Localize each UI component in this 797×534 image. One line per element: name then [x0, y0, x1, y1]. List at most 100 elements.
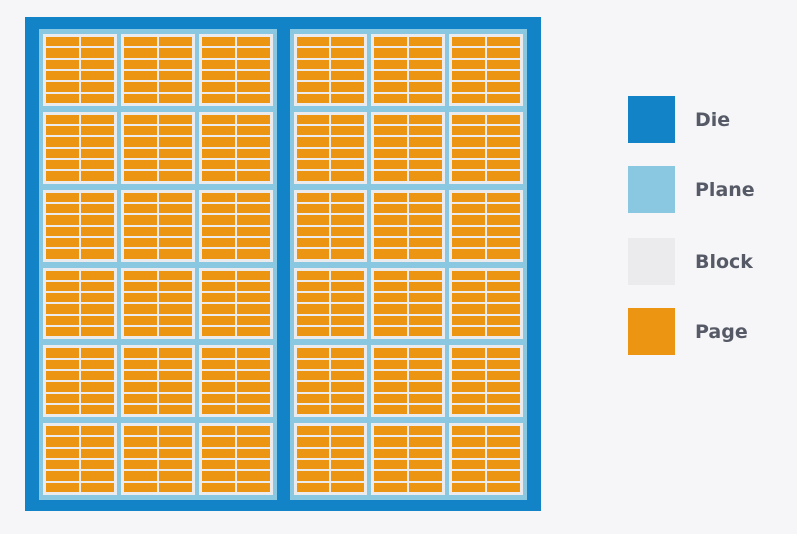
page — [158, 148, 192, 159]
page — [296, 203, 330, 214]
page — [123, 304, 157, 314]
page — [487, 315, 520, 326]
page — [123, 93, 157, 103]
page — [46, 160, 79, 170]
page — [487, 126, 520, 136]
page — [487, 171, 520, 181]
page — [236, 293, 270, 303]
page — [452, 137, 486, 147]
page — [158, 37, 192, 47]
page — [374, 304, 408, 314]
page — [201, 281, 235, 292]
page — [331, 426, 365, 436]
page — [123, 281, 157, 292]
block — [43, 423, 117, 495]
page — [452, 59, 486, 69]
page — [296, 137, 330, 147]
page — [201, 426, 235, 436]
page — [80, 249, 114, 259]
page — [123, 160, 157, 170]
page — [487, 160, 520, 170]
page — [158, 327, 192, 337]
page — [452, 281, 486, 292]
page — [374, 293, 408, 303]
block — [449, 423, 523, 495]
page — [123, 59, 157, 69]
page — [236, 460, 270, 470]
page — [123, 192, 157, 202]
page — [80, 148, 114, 159]
page — [158, 48, 192, 58]
page — [46, 37, 79, 47]
page — [80, 359, 114, 369]
page — [296, 215, 330, 225]
page — [201, 304, 235, 314]
page — [452, 448, 486, 459]
page — [201, 137, 235, 147]
page — [374, 215, 408, 225]
page — [80, 59, 114, 69]
page — [46, 460, 79, 470]
page — [236, 70, 270, 81]
page — [331, 348, 365, 358]
page — [452, 437, 486, 447]
page — [452, 82, 486, 92]
page — [80, 471, 114, 481]
page — [46, 93, 79, 103]
page — [46, 48, 79, 58]
page — [331, 237, 365, 248]
block — [120, 189, 195, 262]
block — [43, 189, 117, 262]
page — [487, 37, 520, 47]
page — [201, 226, 235, 236]
page — [374, 281, 408, 292]
page — [331, 192, 365, 202]
page — [123, 327, 157, 337]
page — [46, 203, 79, 214]
page — [158, 482, 192, 492]
page — [80, 114, 114, 125]
page — [80, 426, 114, 436]
page — [201, 114, 235, 125]
page — [409, 48, 443, 58]
page — [331, 270, 365, 280]
page — [236, 37, 270, 47]
page — [236, 382, 270, 392]
page — [123, 315, 157, 326]
page — [201, 37, 235, 47]
block — [449, 34, 523, 106]
page — [331, 126, 365, 136]
block — [371, 267, 446, 340]
page — [374, 93, 408, 103]
legend-label-plane: Plane — [695, 178, 755, 201]
page — [331, 93, 365, 103]
page — [201, 160, 235, 170]
page — [296, 148, 330, 159]
page — [236, 237, 270, 248]
page — [409, 59, 443, 69]
page — [201, 126, 235, 136]
page — [158, 471, 192, 481]
block — [43, 267, 117, 340]
page — [236, 93, 270, 103]
block — [449, 189, 523, 262]
page — [158, 281, 192, 292]
block — [371, 34, 446, 106]
page — [158, 215, 192, 225]
page — [409, 70, 443, 81]
page — [201, 460, 235, 470]
page — [123, 171, 157, 181]
block — [293, 34, 368, 106]
page — [409, 370, 443, 381]
page — [201, 448, 235, 459]
page — [296, 359, 330, 369]
page — [123, 382, 157, 392]
page — [452, 404, 486, 415]
page — [201, 327, 235, 337]
legend-item-plane: Plane — [628, 166, 755, 213]
page — [236, 304, 270, 314]
page — [46, 126, 79, 136]
page — [158, 448, 192, 459]
page — [46, 137, 79, 147]
page — [452, 370, 486, 381]
